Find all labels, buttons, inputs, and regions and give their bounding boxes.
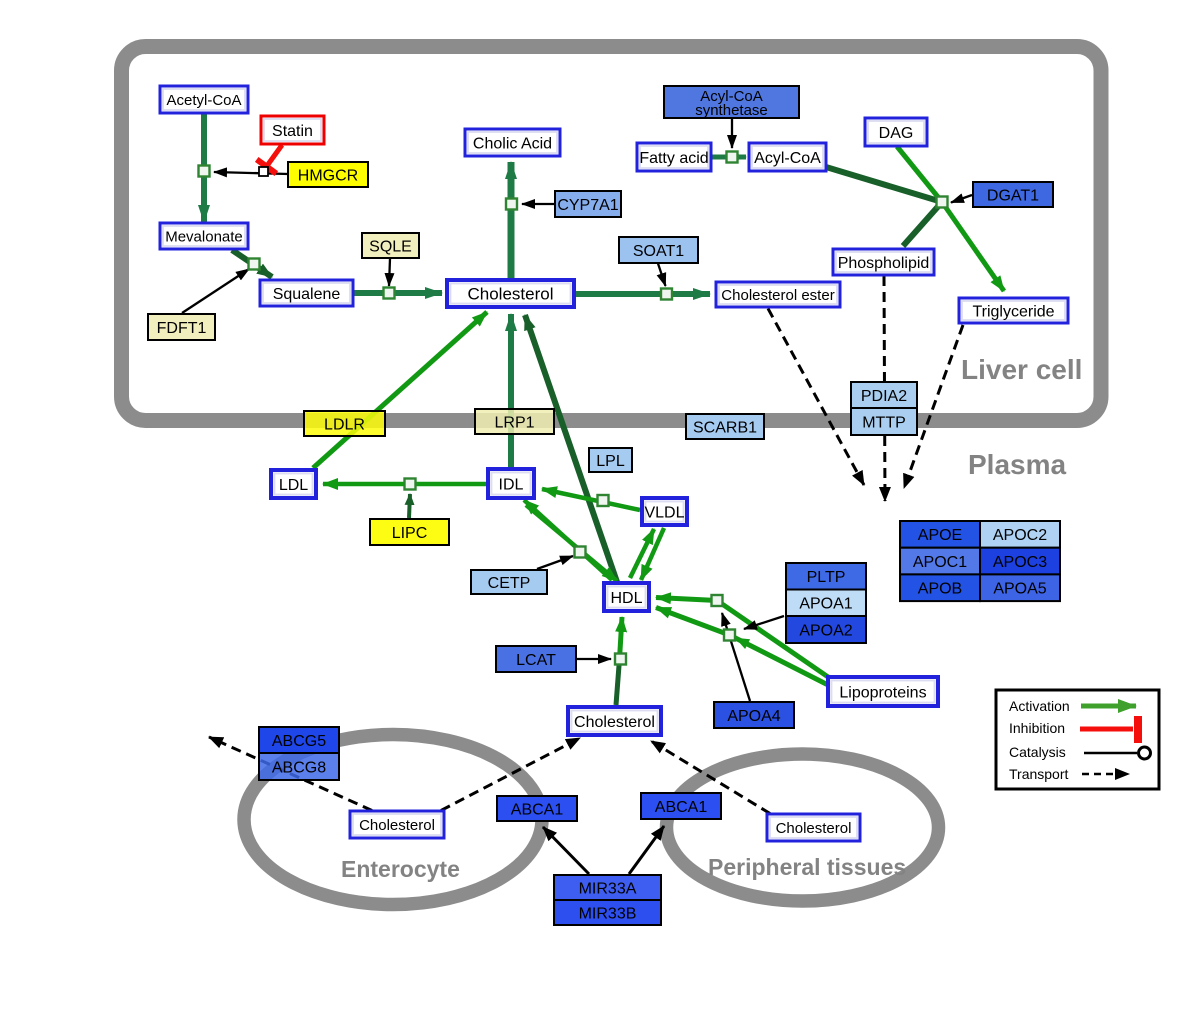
svg-text:CYP7A1: CYP7A1 [557, 197, 618, 214]
svg-text:LRP1: LRP1 [494, 414, 534, 431]
svg-text:Statin: Statin [272, 123, 313, 140]
svg-text:SQLE: SQLE [369, 238, 412, 255]
svg-text:DGAT1: DGAT1 [987, 187, 1039, 204]
svg-text:PLTP: PLTP [807, 569, 846, 586]
svg-text:APOA5: APOA5 [993, 581, 1046, 598]
svg-text:APOC3: APOC3 [993, 554, 1047, 571]
svg-text:ABCA1: ABCA1 [511, 801, 564, 818]
svg-text:APOA2: APOA2 [799, 622, 852, 639]
svg-text:Enterocyte: Enterocyte [341, 856, 460, 882]
svg-text:Cholesterol ester: Cholesterol ester [721, 287, 834, 304]
svg-text:HMGCR: HMGCR [298, 167, 358, 184]
svg-text:Cholesterol: Cholesterol [574, 714, 655, 731]
svg-text:Squalene: Squalene [273, 286, 341, 303]
svg-text:Cholesterol: Cholesterol [359, 817, 435, 834]
svg-text:Acetyl-CoA: Acetyl-CoA [166, 92, 241, 109]
svg-text:Lipoproteins: Lipoproteins [839, 684, 926, 701]
svg-text:APOA1: APOA1 [799, 596, 852, 613]
svg-text:Activation: Activation [1009, 698, 1070, 714]
svg-text:MTTP: MTTP [862, 414, 906, 431]
svg-text:LPL: LPL [596, 453, 625, 470]
svg-text:ABCG8: ABCG8 [272, 759, 326, 776]
svg-text:ABCA1: ABCA1 [655, 799, 708, 816]
svg-text:LDLR: LDLR [324, 416, 365, 433]
svg-text:Peripheral tissues: Peripheral tissues [708, 854, 906, 880]
svg-text:PDIA2: PDIA2 [861, 388, 907, 405]
svg-text:Inhibition: Inhibition [1009, 720, 1065, 736]
svg-text:ABCG5: ABCG5 [272, 733, 326, 750]
svg-text:Plasma: Plasma [968, 449, 1066, 480]
svg-text:Liver cell: Liver cell [961, 354, 1082, 385]
svg-text:MIR33B: MIR33B [579, 905, 637, 922]
svg-text:SOAT1: SOAT1 [633, 243, 684, 260]
svg-text:SCARB1: SCARB1 [693, 419, 757, 436]
svg-text:APOB: APOB [918, 581, 962, 598]
svg-text:MIR33A: MIR33A [579, 880, 637, 897]
svg-text:LCAT: LCAT [516, 652, 556, 669]
svg-text:Phospholipid: Phospholipid [838, 255, 930, 272]
svg-text:Cholic Acid: Cholic Acid [473, 135, 552, 152]
svg-text:LDL: LDL [279, 477, 308, 494]
svg-text:Catalysis: Catalysis [1009, 744, 1066, 760]
svg-text:APOC2: APOC2 [993, 527, 1047, 544]
svg-text:Transport: Transport [1009, 766, 1069, 782]
svg-text:APOA4: APOA4 [727, 708, 780, 725]
svg-text:Triglyceride: Triglyceride [972, 303, 1054, 320]
svg-text:synthetase: synthetase [695, 102, 768, 119]
svg-text:Acyl-CoA: Acyl-CoA [754, 150, 821, 167]
svg-text:Fatty acid: Fatty acid [639, 150, 708, 167]
svg-text:Acyl-CoA: Acyl-CoA [700, 88, 763, 105]
svg-text:APOE: APOE [918, 527, 962, 544]
svg-text:FDFT1: FDFT1 [157, 320, 207, 337]
svg-text:VLDL: VLDL [644, 504, 684, 521]
svg-text:Cholesterol: Cholesterol [468, 285, 554, 304]
svg-text:Mevalonate: Mevalonate [165, 228, 243, 245]
svg-text:DAG: DAG [879, 125, 914, 142]
svg-text:CETP: CETP [488, 575, 531, 592]
svg-text:APOC1: APOC1 [913, 554, 967, 571]
svg-text:LIPC: LIPC [392, 525, 428, 542]
svg-text:IDL: IDL [499, 476, 524, 493]
svg-text:HDL: HDL [610, 590, 642, 607]
svg-text:Cholesterol: Cholesterol [776, 820, 852, 837]
